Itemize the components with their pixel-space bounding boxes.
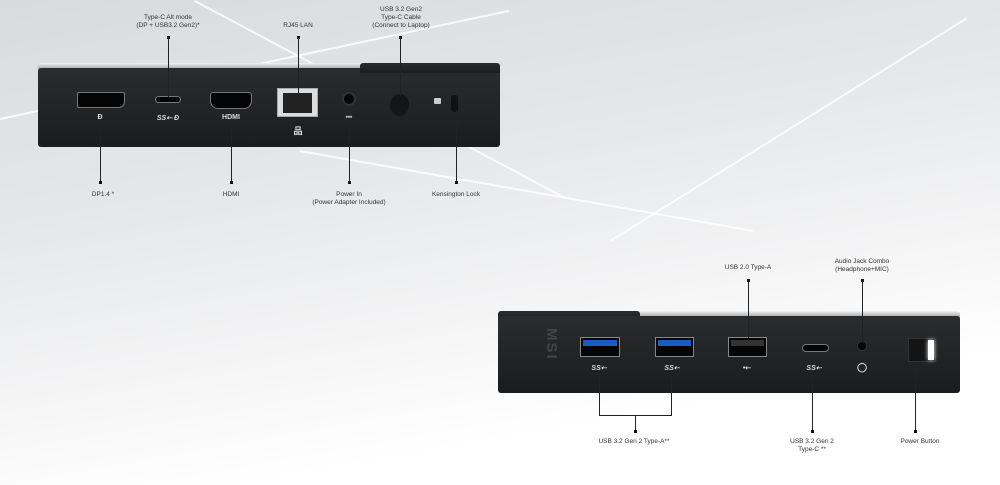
- label-dp: DP1.4 *: [91, 191, 115, 198]
- callout-line: [915, 362, 916, 431]
- callout-line: [635, 415, 636, 431]
- callout-line: [298, 37, 299, 93]
- kensington-slot: [451, 95, 458, 112]
- callout-dot: [634, 430, 637, 433]
- callout-line: [748, 280, 749, 338]
- callout-line: [349, 126, 350, 182]
- background-streak: [610, 17, 968, 242]
- audio-jack: [857, 341, 867, 351]
- label-hdmi: HDMI: [222, 191, 240, 198]
- callout-dot: [348, 181, 351, 184]
- superspeed-usb-icon: SS⇠ Ð: [156, 115, 180, 122]
- label-kensington: Kensington Lock: [431, 191, 481, 198]
- superspeed-usb-icon: SS⇠: [664, 365, 680, 372]
- msi-logo: MSI: [543, 328, 560, 361]
- displayport-port: [77, 92, 125, 108]
- power-button[interactable]: [908, 338, 936, 362]
- callout-line: [400, 37, 401, 97]
- callout-dot: [811, 430, 814, 433]
- lock-icon: [434, 98, 441, 104]
- usb-a-port-1: [580, 337, 620, 357]
- hdmi-logo: HDMI: [222, 114, 240, 121]
- headphone-icon: ◯: [856, 362, 868, 372]
- callout-line: [231, 126, 232, 182]
- usb-cable-exit: [390, 94, 409, 116]
- callout-line: [100, 126, 101, 182]
- usb2-port: [728, 337, 767, 357]
- superspeed-usb-icon: SS⇠: [806, 365, 822, 372]
- label-usb2: USB 2.0 Type-A: [724, 264, 772, 271]
- device-body-raised: [360, 63, 500, 73]
- label-power-button: Power Button: [900, 438, 940, 445]
- hdmi-port: [210, 92, 252, 109]
- usb-c-port: [155, 96, 181, 103]
- callout-dot: [455, 181, 458, 184]
- callout-line: [812, 370, 813, 431]
- device-top-edge: [38, 63, 362, 70]
- callout-dot: [99, 181, 102, 184]
- displayport-icon: Ð: [97, 114, 103, 121]
- callout-line: [599, 370, 600, 415]
- callout-line: [456, 112, 457, 182]
- label-usb-a-gen2: USB 3.2 Gen 2 Type-A**: [598, 438, 670, 445]
- callout-line: [168, 37, 169, 97]
- callout-dot: [914, 430, 917, 433]
- device-top-edge: [636, 311, 960, 318]
- usb-c-port: [802, 344, 829, 352]
- label-power-in: Power In(Power Adapter Included): [312, 191, 386, 206]
- label-typec-alt: Type-C Alt mode(DP + USB3.2 Gen2)*: [136, 14, 200, 29]
- rj45-port: [277, 88, 318, 117]
- dc-power-icon: ⎓: [345, 112, 353, 121]
- label-rj45: RJ45 LAN: [283, 22, 313, 29]
- usb-a-port-2: [655, 337, 694, 357]
- callout-dot: [230, 181, 233, 184]
- label-audio: Audio Jack Combo(Headphone+MIC): [834, 258, 890, 273]
- network-icon: 品: [293, 126, 303, 136]
- dc-jack: [342, 92, 356, 106]
- callout-line: [671, 370, 672, 415]
- usb-icon: •⇠: [742, 365, 752, 372]
- callout-line: [862, 280, 863, 342]
- superspeed-usb-icon: SS⇠: [591, 365, 607, 372]
